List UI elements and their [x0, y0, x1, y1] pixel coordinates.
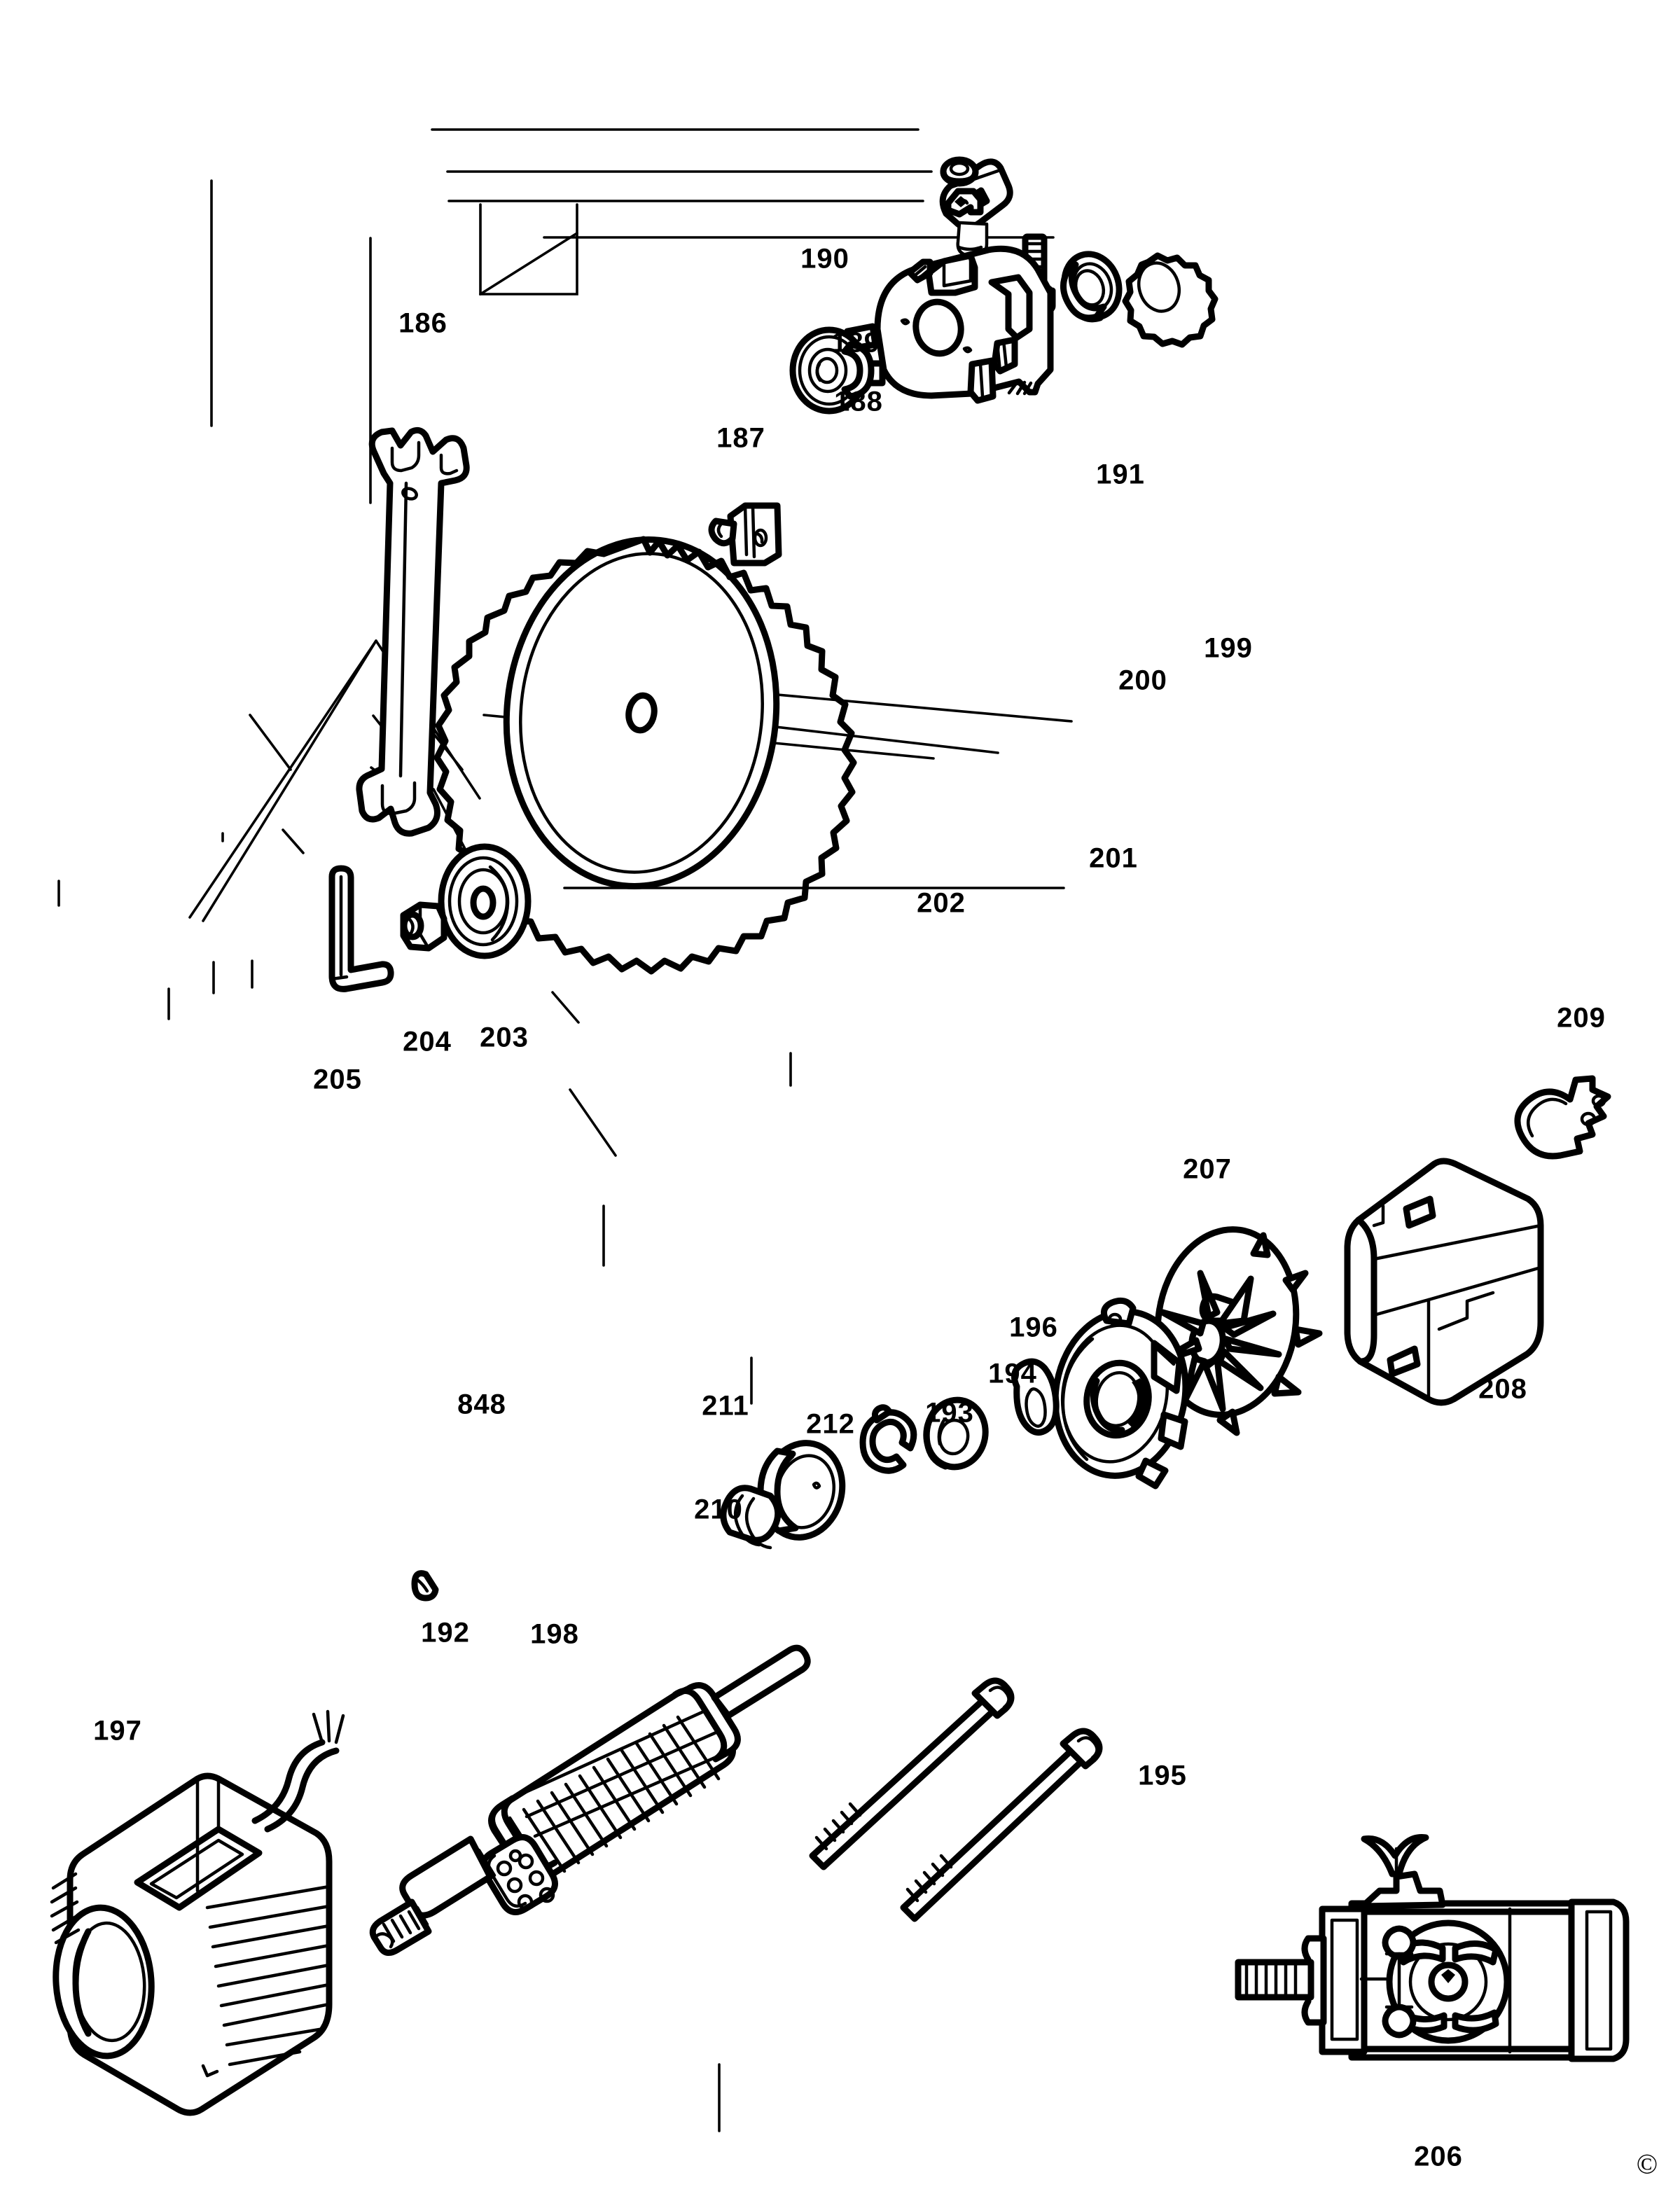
part-206-assembled-motor — [1235, 1834, 1630, 2062]
part-205-hex-key — [328, 865, 394, 992]
part-label-207: 207 — [1183, 1153, 1232, 1185]
part-label-191: 191 — [1096, 459, 1145, 490]
part-202-flange-pulley — [789, 326, 875, 415]
part-label-192: 192 — [421, 1617, 470, 1648]
part-label-202: 202 — [917, 887, 966, 919]
part-label-198: 198 — [530, 1618, 579, 1650]
part-label-209: 209 — [1557, 1002, 1606, 1034]
part-195-long-screws — [809, 1677, 1103, 1922]
part-212-circlip — [859, 1404, 917, 1474]
part-208-motor-housing — [1344, 1158, 1544, 1406]
part-193-washer — [923, 1396, 989, 1471]
part-label-201: 201 — [1089, 842, 1138, 874]
part-label-195: 195 — [1138, 1760, 1187, 1791]
part-label-200: 200 — [1118, 665, 1167, 696]
part-label-210: 210 — [694, 1494, 743, 1525]
part-label-190: 190 — [800, 243, 849, 275]
part-194-bearing — [1011, 1358, 1060, 1436]
part-207-cooling-fan — [1153, 1226, 1323, 1436]
part-label-188: 188 — [834, 386, 883, 417]
part-189-washer — [940, 156, 979, 187]
part-label-196: 196 — [1009, 1312, 1058, 1343]
part-209-spring-clip — [1514, 1075, 1611, 1160]
part-label-212: 212 — [806, 1408, 855, 1440]
part-label-187: 187 — [716, 422, 765, 454]
part-200-ball-bearing — [1060, 251, 1123, 323]
part-198-armature — [369, 1644, 811, 1956]
saw-blade — [433, 536, 857, 975]
part-186-spanner-wrench — [356, 426, 470, 837]
copyright-symbol: © — [1636, 2148, 1658, 2180]
part-label-211: 211 — [702, 1390, 749, 1422]
part-label-205: 205 — [313, 1064, 362, 1095]
part-label-199: 199 — [1204, 632, 1253, 664]
part-label-848: 848 — [457, 1389, 506, 1420]
part-188-clip — [945, 188, 984, 218]
part-label-204: 204 — [403, 1026, 452, 1057]
part-201-gear-case — [841, 245, 1054, 404]
part-196-end-cap — [1052, 1297, 1189, 1490]
part-label-194: 194 — [988, 1358, 1037, 1389]
part-203-blade-flange — [438, 843, 532, 959]
part-197-field-stator — [50, 1709, 345, 2116]
part-label-203: 203 — [480, 1022, 529, 1053]
part-label-208: 208 — [1478, 1373, 1527, 1405]
part-label-206: 206 — [1414, 2141, 1463, 2172]
part-199-lock-washer — [1122, 252, 1219, 348]
part-label-197: 197 — [93, 1715, 142, 1747]
part-label-189: 189 — [831, 327, 880, 359]
part-label-193: 193 — [925, 1397, 974, 1429]
part-label-186: 186 — [398, 307, 447, 339]
part-187-clamp-washer — [708, 502, 782, 567]
part-204-hex-nut — [400, 901, 447, 952]
part-192-woodruff-key — [411, 1570, 439, 1602]
part-210-spring-washer — [720, 1485, 782, 1550]
